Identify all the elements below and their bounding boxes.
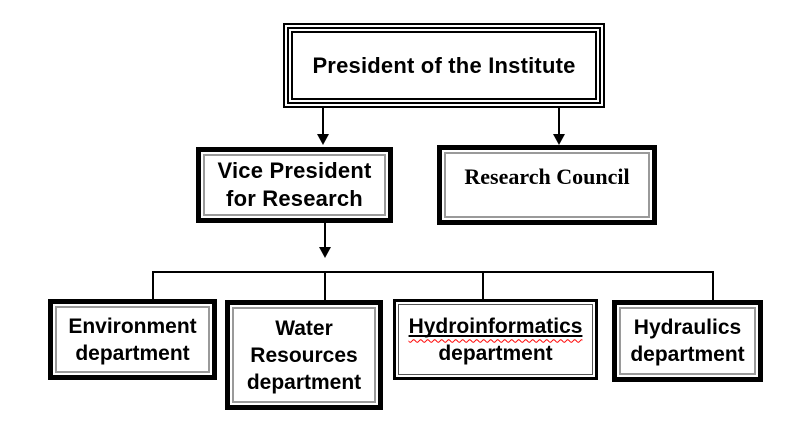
bracket-drop-water-resources — [324, 271, 326, 300]
environment-label-line1: Environment — [68, 314, 197, 338]
node-research-council: Research Council — [437, 145, 657, 225]
arrowhead-president-vp — [317, 134, 329, 145]
node-environment-department: Environment department — [48, 299, 217, 380]
node-hydroinformatics-department: Hydroinformatics department — [393, 299, 598, 380]
president-box-inner: President of the Institute — [291, 31, 597, 100]
water-resources-label-line1: Water — [275, 316, 333, 340]
hydraulics-label-line2: department — [630, 343, 745, 366]
water-resources-label-line2: Resources — [250, 343, 358, 367]
node-president: President of the Institute — [283, 23, 605, 108]
hydroinformatics-underlined-word: Hydroinformatics — [409, 313, 583, 340]
hydroinformatics-spellcheck-squiggle: Hydroinformatics — [408, 314, 583, 338]
vice-president-box-inner: Vice President for Research — [203, 154, 386, 216]
research-council-box-inner: Research Council — [444, 152, 650, 218]
bracket-horizontal-line — [152, 271, 714, 273]
environment-box-inner: Environment department — [55, 306, 210, 373]
connector-president-vp-line — [322, 108, 324, 135]
environment-label-line2: department — [75, 341, 190, 365]
arrowhead-vp-bracket — [319, 247, 331, 258]
vice-president-label-line2: for Research — [226, 186, 363, 211]
water-resources-box-inner: Water Resources department — [232, 307, 376, 403]
research-council-label: Research Council — [464, 164, 630, 189]
hydroinformatics-label-line2: department — [438, 341, 553, 365]
bracket-drop-hydraulics — [712, 271, 714, 300]
node-vice-president: Vice President for Research — [196, 147, 393, 223]
hydroinformatics-box-inner: Hydroinformatics department — [398, 304, 593, 375]
water-resources-label-line3: department — [246, 370, 362, 394]
vice-president-label-line1: Vice President — [217, 158, 372, 183]
node-hydraulics-department: Hydraulics department — [612, 300, 763, 382]
bracket-drop-environment — [152, 271, 154, 299]
connector-president-council-line — [558, 108, 560, 135]
hydraulics-label-line1: Hydraulics — [633, 316, 742, 339]
president-label: President of the Institute — [312, 52, 576, 78]
president-box-frame: President of the Institute — [287, 27, 601, 104]
bracket-drop-hydroinformatics — [482, 271, 484, 299]
node-water-resources-department: Water Resources department — [225, 300, 383, 410]
arrowhead-president-council — [553, 134, 565, 145]
connector-vp-bracket-line — [324, 223, 326, 247]
hydraulics-box-inner: Hydraulics department — [619, 307, 756, 375]
